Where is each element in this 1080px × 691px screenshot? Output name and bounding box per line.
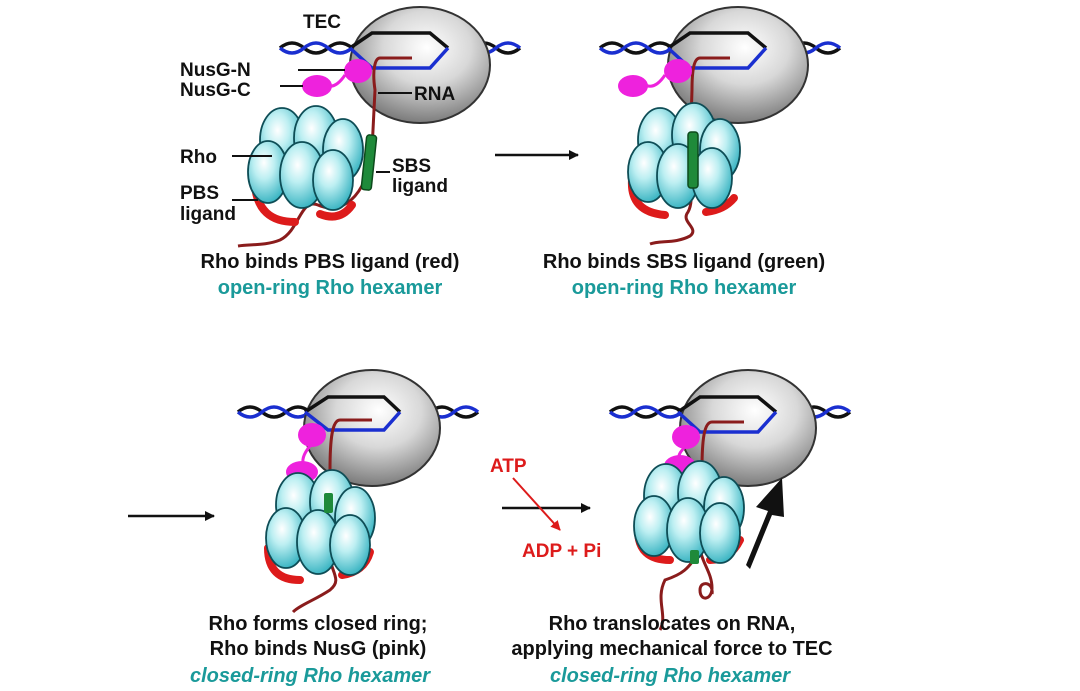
sbs-label-line1: SBS bbox=[392, 156, 431, 177]
transcription-bubble bbox=[666, 31, 768, 70]
rho-label: Rho bbox=[180, 147, 217, 168]
nusg-n-domain bbox=[672, 425, 700, 449]
panel-3-caption-line2: Rho binds NusG (pink) bbox=[210, 638, 427, 660]
rho-hexamer-closed bbox=[633, 460, 745, 564]
panel-1-caption: Rho binds PBS ligand (red) bbox=[201, 251, 460, 273]
pbs-label-line1: PBS bbox=[180, 183, 219, 204]
panel-4-caption-line2: applying mechanical force to TEC bbox=[511, 638, 832, 660]
nusg-protein bbox=[302, 59, 372, 97]
panel-2-caption: Rho binds SBS ligand (green) bbox=[543, 251, 825, 273]
nusg-n-domain bbox=[664, 59, 692, 83]
rna-strand bbox=[649, 56, 730, 246]
nusg-n-label: NusG-N bbox=[180, 60, 251, 81]
panel-3-caption-line1: Rho forms closed ring; bbox=[209, 613, 428, 635]
panel-3: Rho forms closed ring; Rho binds NusG (p… bbox=[190, 369, 480, 687]
force-arrow bbox=[746, 478, 784, 569]
atp-hydrolysis: ATP ADP + Pi bbox=[490, 456, 601, 562]
panel-2-subcaption: open-ring Rho hexamer bbox=[572, 277, 797, 299]
nusg-protein bbox=[618, 59, 692, 97]
transcription-bubble bbox=[348, 31, 450, 70]
rna-label: RNA bbox=[414, 84, 455, 105]
sbs-ligand bbox=[360, 134, 378, 191]
rho-hexamer-open bbox=[247, 105, 364, 226]
transcription-bubble bbox=[676, 395, 778, 434]
sbs-label-line2: ligand bbox=[392, 176, 448, 197]
panel-1-subcaption: open-ring Rho hexamer bbox=[218, 277, 443, 299]
sbs-ligand bbox=[690, 550, 699, 564]
tec-label: TEC bbox=[303, 12, 341, 33]
sbs-ligand bbox=[324, 493, 333, 513]
nusg-c-domain bbox=[302, 75, 332, 97]
transcription-bubble bbox=[303, 395, 402, 432]
panel-3-subcaption: closed-ring Rho hexamer bbox=[190, 665, 431, 687]
atp-label: ATP bbox=[490, 456, 527, 477]
panel-2: Rho binds SBS ligand (green) open-ring R… bbox=[543, 6, 842, 299]
atp-to-adp-arrow bbox=[512, 477, 561, 531]
nusg-n-domain bbox=[344, 59, 372, 83]
panel-4-caption-line1: Rho translocates on RNA, bbox=[549, 613, 796, 635]
pbs-label-line2: ligand bbox=[180, 204, 236, 225]
nusg-c-domain bbox=[618, 75, 648, 97]
panel-4-subcaption: closed-ring Rho hexamer bbox=[550, 665, 791, 687]
leader-lines bbox=[232, 69, 412, 201]
panel-4: Rho translocates on RNA, applying mechan… bbox=[511, 369, 852, 687]
nusg-n-domain bbox=[298, 423, 326, 447]
adp-label: ADP + Pi bbox=[522, 541, 601, 562]
rho-hexamer-open bbox=[627, 102, 741, 219]
nusg-c-label: NusG-C bbox=[180, 80, 251, 101]
rho-hexamer-closed bbox=[264, 469, 376, 584]
panel-1: TEC NusG-N NusG-C RNA Rho PBS ligand SBS… bbox=[180, 6, 522, 299]
sbs-ligand bbox=[687, 131, 699, 189]
